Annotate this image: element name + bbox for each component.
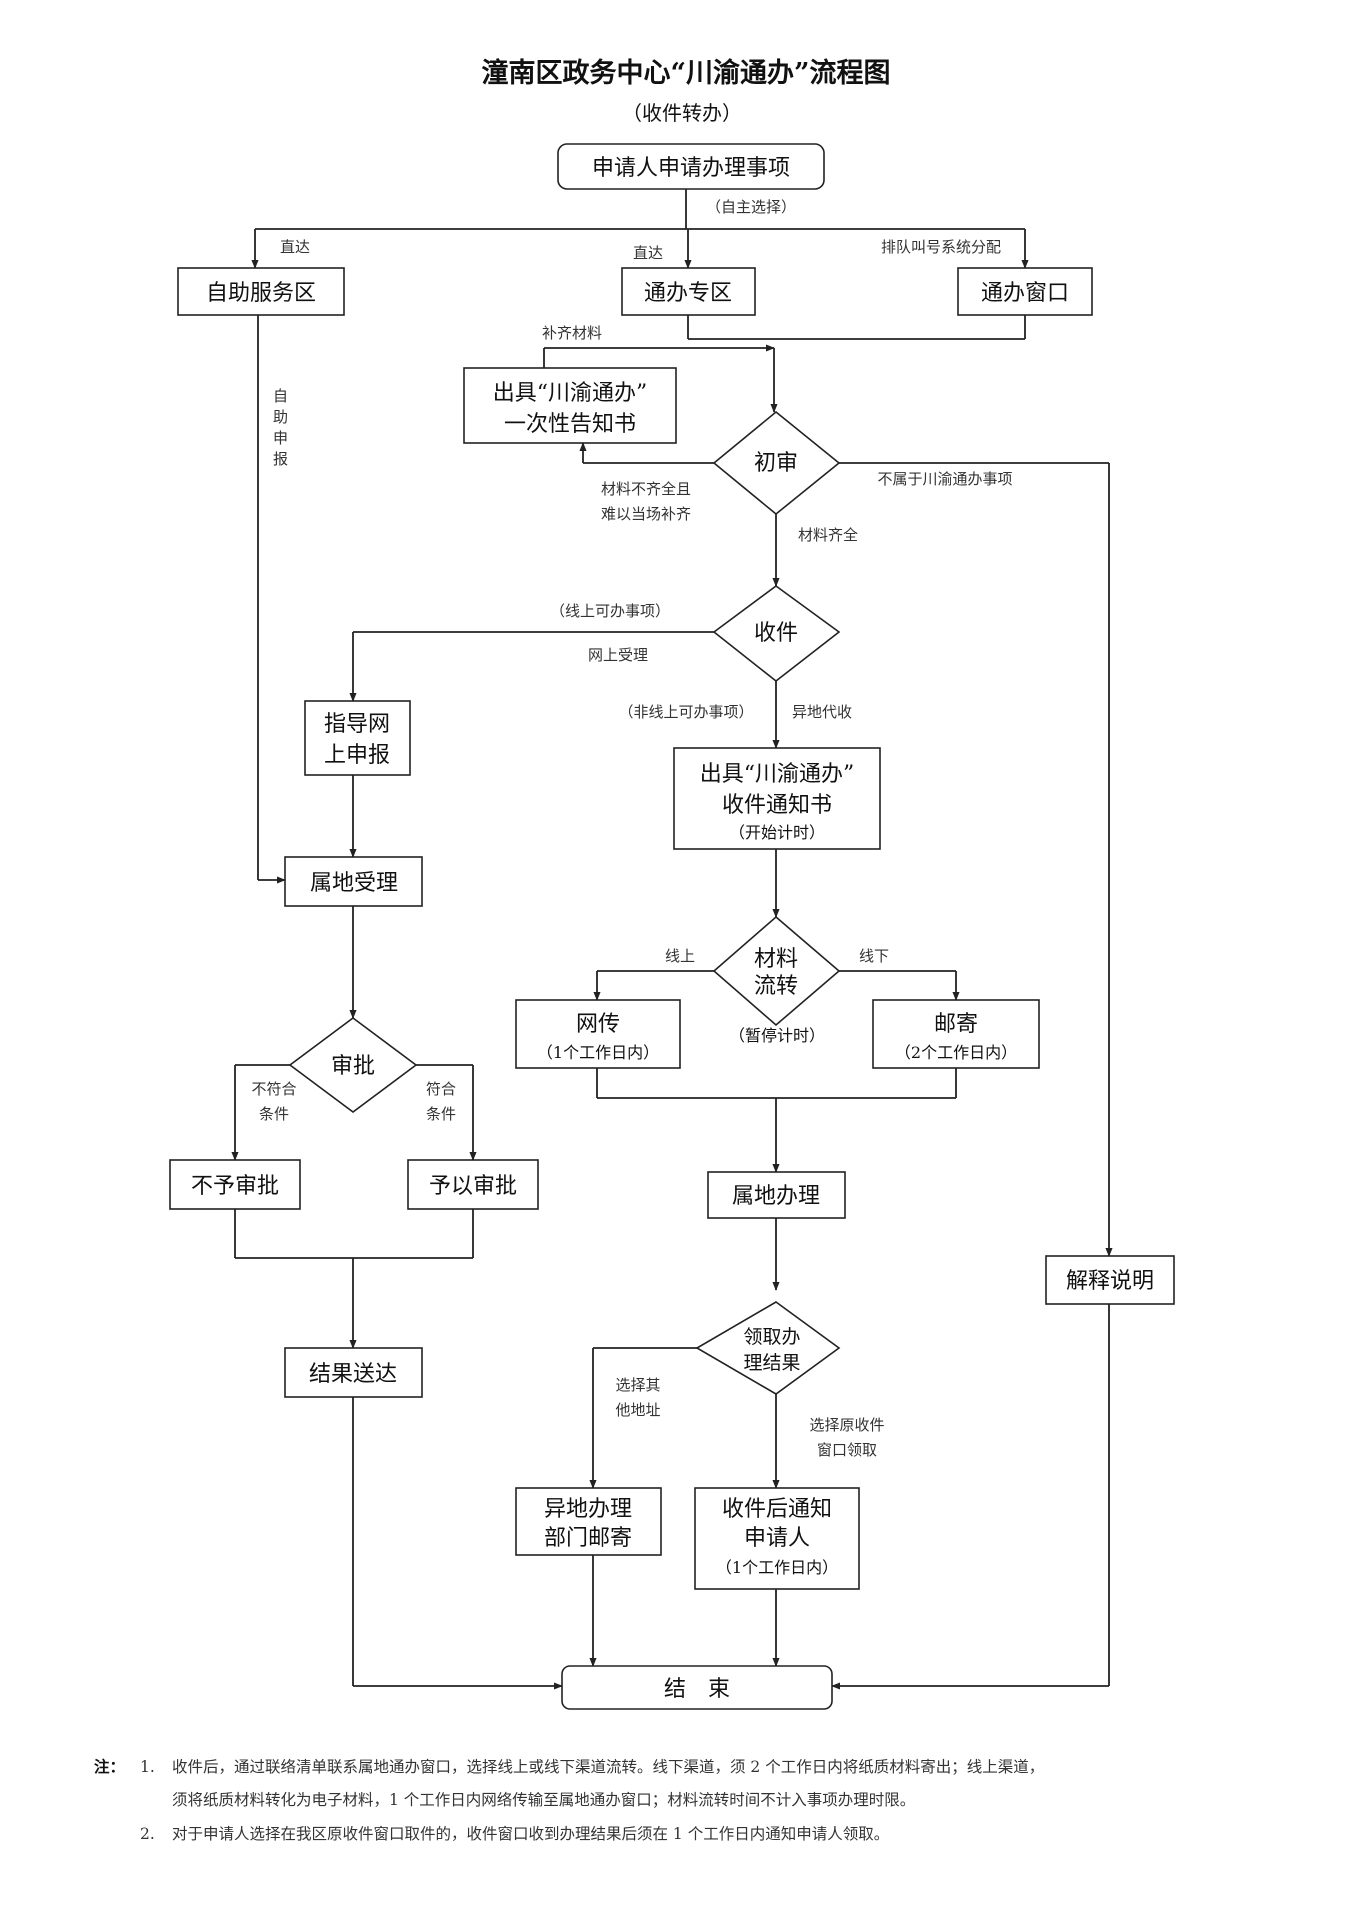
- label-complete: 材料齐全: [798, 526, 858, 544]
- edge-labels: （自主选择） 直达 直达 排队叫号系统分配 补齐材料 自助申报 材料不齐全且 难…: [251, 198, 1012, 1459]
- label-self-report: 自助申报: [271, 388, 289, 472]
- node-receipt-line3: （开始计时）: [729, 823, 825, 842]
- node-notify-line2: 申请人: [744, 1526, 810, 1551]
- label-nonconform-line2: 条件: [259, 1105, 289, 1123]
- node-notice-line1: 出具“川渝通办”: [493, 381, 648, 406]
- label-nonconform-line1: 不符合: [251, 1080, 296, 1098]
- node-self-service-label: 自助服务区: [206, 281, 316, 306]
- decision-receive-label: 收件: [754, 621, 798, 646]
- node-remote-line1: 异地办理: [544, 1497, 632, 1522]
- node-notify-line1: 收件后通知: [722, 1497, 832, 1522]
- note-2-line1: 对于申请人选择在我区原收件窗口取件的，收件窗口收到办理结果后须在 1 个工作日内…: [172, 1825, 889, 1843]
- notes: 注： 1. 收件后，通过联络清单联系属地通办窗口，选择线上或线下渠道流转。线下渠…: [94, 1757, 1044, 1843]
- node-guide-line2: 上申报: [324, 743, 390, 768]
- node-guide: 指导网 上申报: [304, 700, 411, 776]
- decision-first-review: 初审: [712, 410, 841, 516]
- label-offline: 线下: [859, 947, 889, 965]
- node-local-accept-label: 属地受理: [310, 871, 398, 896]
- label-incomplete-line2: 难以当场补齐: [601, 505, 691, 523]
- node-receipt: 出具“川渝通办” 收件通知书 （开始计时）: [673, 747, 881, 850]
- node-notify-line3: （1个工作日内）: [716, 1558, 838, 1577]
- page-subtitle: （收件转办）: [622, 101, 742, 125]
- node-notice-line2: 一次性告知书: [504, 412, 636, 437]
- node-explain: 解释说明: [1045, 1255, 1175, 1305]
- node-local-accept: 属地受理: [284, 856, 423, 907]
- notes-head: 注：: [94, 1757, 125, 1776]
- node-reject: 不予审批: [169, 1159, 301, 1210]
- node-deliver-label: 结果送达: [309, 1362, 397, 1387]
- connectors: [231, 189, 1113, 1690]
- node-remote-line2: 部门邮寄: [544, 1526, 632, 1551]
- label-direct-left: 直达: [280, 238, 310, 256]
- node-window-label: 通办窗口: [981, 281, 1069, 306]
- node-explain-label: 解释说明: [1066, 1269, 1154, 1294]
- decision-first-review-label: 初审: [754, 451, 798, 476]
- node-notice: 出具“川渝通办” 一次性告知书: [463, 367, 677, 444]
- pause-timing-label: （暂停计时）: [729, 1026, 825, 1045]
- node-local-handle: 属地办理: [707, 1171, 846, 1219]
- label-supplement: 补齐材料: [542, 324, 602, 342]
- label-remote-collect: 异地代收: [792, 703, 852, 721]
- note-2-num: 2.: [140, 1825, 155, 1843]
- label-conform-line1: 符合: [426, 1080, 456, 1098]
- node-grant-label: 予以审批: [429, 1174, 517, 1199]
- decision-transfer-line1: 材料: [754, 947, 798, 972]
- node-online-transfer-label: 网传: [576, 1012, 620, 1037]
- node-window: 通办窗口: [957, 267, 1093, 316]
- node-local-handle-label: 属地办理: [732, 1184, 820, 1209]
- node-apply: 申请人申请办理事项: [557, 143, 825, 190]
- decision-transfer: 材料 流转: [712, 915, 841, 1027]
- label-incomplete-line1: 材料不齐全且: [601, 480, 691, 498]
- node-end: 结 束: [561, 1665, 833, 1710]
- decision-collect-line1: 领取办: [743, 1326, 800, 1348]
- decision-receive: 收件: [712, 585, 841, 683]
- node-notify: 收件后通知 申请人 （1个工作日内）: [694, 1487, 860, 1590]
- node-apply-label: 申请人申请办理事项: [592, 156, 790, 181]
- label-self-report-text: 自助申报: [271, 388, 289, 472]
- node-receipt-line2: 收件通知书: [722, 793, 832, 818]
- decision-collect: 领取办 理结果: [695, 1301, 841, 1395]
- node-end-label: 结 束: [664, 1677, 730, 1702]
- node-special-zone-label: 通办专区: [644, 281, 732, 306]
- node-remote: 异地办理 部门邮寄: [515, 1487, 662, 1556]
- node-grant: 予以审批: [407, 1159, 539, 1210]
- node-mail-days: （2个工作日内）: [895, 1043, 1017, 1062]
- label-online: 线上: [665, 947, 695, 965]
- label-online-accept: 网上受理: [588, 646, 648, 664]
- decision-approve-label: 审批: [331, 1054, 375, 1079]
- label-other-address-line1: 选择其: [615, 1376, 660, 1394]
- decision-collect-line2: 理结果: [743, 1352, 800, 1374]
- label-other-address-line2: 他地址: [615, 1401, 660, 1419]
- note-1-num: 1.: [140, 1758, 155, 1776]
- node-special-zone: 通办专区: [621, 267, 756, 316]
- node-self-service: 自助服务区: [177, 267, 345, 316]
- note-1-line1: 收件后，通过联络清单联系属地通办窗口，选择线上或线下渠道流转。线下渠道，须 2 …: [172, 1758, 1044, 1776]
- label-offline-items: （非线上可办事项）: [618, 703, 753, 721]
- node-guide-line1: 指导网: [324, 712, 390, 737]
- label-original-window-line1: 选择原收件: [809, 1416, 884, 1434]
- note-1-line2: 须将纸质材料转化为电子材料，1 个工作日内网络传输至属地通办窗口；材料流转时间不…: [172, 1791, 915, 1809]
- label-not-applicable: 不属于川渝通办事项: [877, 470, 1012, 488]
- label-online-items: （线上可办事项）: [550, 602, 670, 620]
- label-queue: 排队叫号系统分配: [881, 238, 1001, 256]
- node-mail: 邮寄 （2个工作日内）: [872, 999, 1040, 1069]
- label-direct-mid: 直达: [633, 244, 663, 262]
- node-mail-label: 邮寄: [934, 1012, 978, 1037]
- decision-approve: 审批: [288, 1017, 418, 1113]
- label-self-choice: （自主选择）: [706, 198, 796, 216]
- page-title: 潼南区政务中心“川渝通办”流程图: [481, 57, 890, 89]
- node-online-days: （1个工作日内）: [537, 1043, 659, 1062]
- node-deliver: 结果送达: [284, 1347, 423, 1398]
- decision-transfer-line2: 流转: [754, 974, 798, 999]
- node-receipt-line1: 出具“川渝通办”: [700, 762, 855, 787]
- node-reject-label: 不予审批: [191, 1174, 279, 1199]
- label-conform-line2: 条件: [426, 1105, 456, 1123]
- node-online-transfer: 网传 （1个工作日内）: [515, 999, 681, 1069]
- label-original-window-line2: 窗口领取: [817, 1441, 877, 1459]
